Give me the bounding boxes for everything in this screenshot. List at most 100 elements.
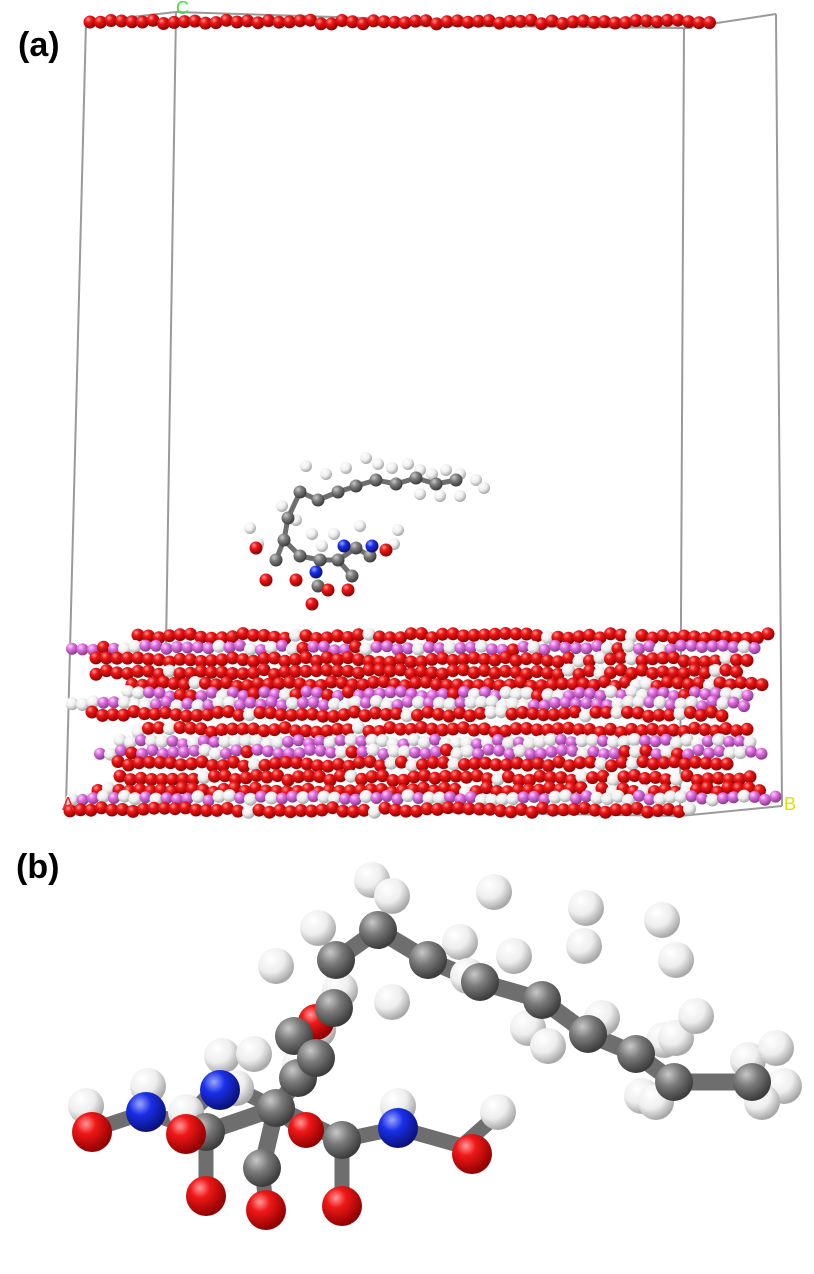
hydrogen-atom <box>402 458 414 470</box>
oxygen-atom <box>520 627 533 641</box>
oxygen-atom <box>221 801 234 815</box>
oxygen-atom <box>635 663 649 677</box>
oxygen-atom <box>740 653 754 667</box>
oxygen-atom <box>566 677 580 691</box>
metal-atom <box>181 697 194 710</box>
metal-atom <box>395 685 407 698</box>
oxygen-atom <box>467 651 481 665</box>
metal-atom <box>555 733 567 746</box>
oxygen-atom <box>89 667 103 681</box>
oxygen-atom <box>474 706 487 720</box>
oxygen-atom <box>635 628 649 642</box>
metal-atom <box>334 734 347 747</box>
hydrogen-atom <box>737 789 751 803</box>
metal-atom <box>391 793 404 806</box>
metal-atom <box>402 642 414 655</box>
oxygen-atom <box>446 722 460 736</box>
metal-atom <box>146 744 159 757</box>
hydrogen-atom <box>530 1028 566 1064</box>
carbon-atom <box>429 477 443 491</box>
oxygen-atom <box>493 16 506 30</box>
hydrogen-atom <box>392 524 404 536</box>
metal-atom <box>300 685 313 698</box>
oxygen-atom <box>352 653 365 667</box>
hydrogen-atom <box>155 735 169 748</box>
oxygen-atom <box>436 723 449 737</box>
hydrogen-atom <box>434 490 446 502</box>
oxygen-atom <box>562 721 575 735</box>
oxygen-atom <box>588 803 602 817</box>
metal-atom <box>318 640 330 653</box>
oxygen-atom <box>289 573 303 587</box>
oxygen-atom <box>642 709 655 723</box>
oxygen-atom <box>432 707 445 721</box>
oxygen-atom <box>320 651 334 665</box>
oxygen-atom <box>614 663 628 677</box>
oxygen-atom <box>310 654 323 668</box>
oxygen-atom <box>184 627 197 641</box>
hydrogen-atom <box>401 789 415 803</box>
hydrogen-atom <box>496 793 509 806</box>
hydrogen-atom <box>359 642 373 656</box>
metal-atom <box>94 747 106 760</box>
metal-atom <box>108 696 120 709</box>
oxygen-atom <box>482 14 496 28</box>
metal-atom <box>570 642 582 655</box>
oxygen-atom <box>451 14 464 28</box>
oxygen-atom <box>457 652 470 666</box>
oxygen-atom <box>441 801 455 815</box>
hydrogen-atom <box>491 772 505 786</box>
hydrogen-atom <box>485 695 499 709</box>
oxygen-atom <box>641 805 654 819</box>
cell-edge <box>679 805 783 817</box>
metal-atom <box>181 641 194 654</box>
oxygen-atom <box>173 652 187 666</box>
metal-atom <box>307 790 320 803</box>
hydrogen-atom <box>352 721 365 735</box>
metal-atom <box>202 699 215 712</box>
hydrogen-atom <box>398 745 411 759</box>
oxygen-atom <box>257 724 271 738</box>
panel-a-molecule-atoms <box>244 452 490 611</box>
metal-atom <box>643 640 656 653</box>
hydrogen-atom <box>328 697 341 711</box>
oxygen-atom <box>174 688 187 702</box>
oxygen-atom <box>604 627 617 641</box>
oxygen-atom <box>132 756 146 770</box>
oxygen-atom <box>260 770 274 784</box>
oxygen-atom <box>142 629 155 643</box>
carbon-atom <box>317 941 355 979</box>
oxygen-atom <box>383 655 397 669</box>
metal-atom <box>370 792 383 804</box>
oxygen-atom <box>638 772 652 785</box>
oxygen-atom <box>390 707 403 721</box>
metal-atom <box>573 686 586 699</box>
hydrogen-atom <box>678 998 714 1034</box>
oxygen-atom <box>505 707 519 721</box>
oxygen-atom <box>531 756 545 770</box>
oxygen-atom <box>178 15 191 29</box>
hydrogen-atom <box>289 628 302 642</box>
oxygen-atom <box>730 724 743 738</box>
oxygen-atom <box>105 803 119 817</box>
hydrogen-atom <box>265 791 278 805</box>
oxygen-atom <box>315 803 329 817</box>
metal-atom <box>272 747 285 760</box>
oxygen-atom <box>705 705 718 719</box>
oxygen-atom <box>677 654 691 668</box>
metal-atom <box>313 734 326 747</box>
oxygen-atom <box>100 664 113 678</box>
oxygen-atom <box>668 755 681 769</box>
hydrogen-atom <box>317 790 331 804</box>
oxygen-atom <box>567 802 581 816</box>
oxygen-atom <box>404 627 418 641</box>
oxygen-atom <box>409 676 422 690</box>
hydrogen-atom <box>548 790 562 804</box>
carbon-atom <box>345 569 359 583</box>
metal-atom <box>135 734 147 747</box>
metal-atom <box>153 686 166 699</box>
hydrogen-atom <box>480 1094 516 1130</box>
oxygen-atom <box>595 781 609 795</box>
oxygen-atom <box>640 14 653 28</box>
metal-atom <box>692 744 705 757</box>
